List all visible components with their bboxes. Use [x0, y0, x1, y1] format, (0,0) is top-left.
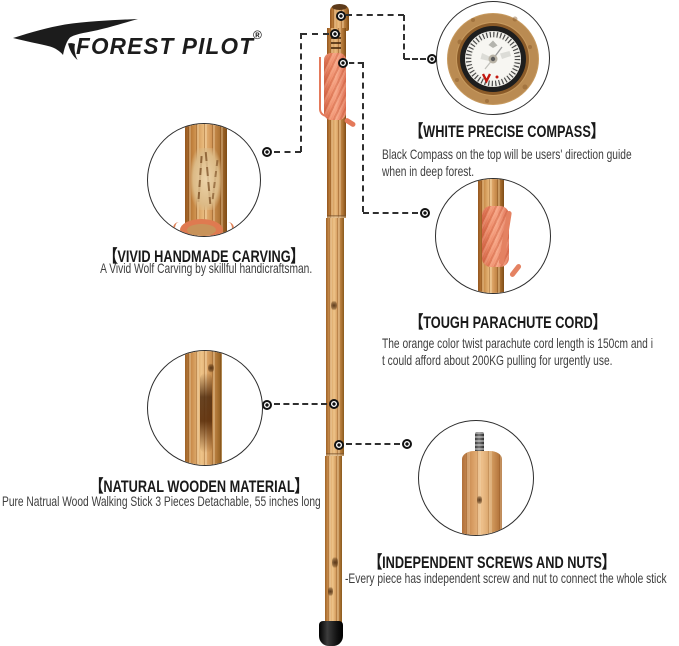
brand-swoosh-logo — [13, 19, 138, 60]
wood-zoom-knot — [208, 363, 214, 373]
point-marker-stick-wood — [329, 399, 339, 409]
wood-knot — [328, 586, 333, 597]
cord-loop — [319, 57, 328, 117]
cord-heading: 【TOUGH PARACHUTE CORD】 — [410, 313, 606, 332]
brand-name: FOREST PILOT — [76, 33, 255, 59]
connector-carving-a — [301, 33, 329, 35]
carving-orange-ring-inner — [187, 224, 216, 236]
connector-carving-b — [300, 33, 302, 152]
connector-carving-c — [274, 151, 301, 153]
screw-dowel-knot — [477, 495, 482, 505]
stick-joint-1 — [327, 215, 346, 218]
stick-carving-marks — [331, 32, 341, 52]
connector-compass-b — [403, 15, 405, 59]
carving-body-line1: A Vivid Wolf Carving by skillful handicr… — [100, 260, 313, 276]
connector-compass-c — [404, 58, 426, 60]
cord-body-line2: t could afford about 200KG pulling for u… — [382, 352, 613, 368]
carving-heading: 【VIVID HANDMADE CARVING】 — [104, 247, 304, 266]
connector-cord-b — [362, 62, 364, 212]
cord-strap-end — [508, 263, 523, 278]
point-marker-cord — [420, 208, 430, 218]
screw-dowel — [462, 451, 502, 535]
point-marker-screws — [402, 439, 412, 449]
wood-knot — [331, 300, 337, 311]
cord-body-line1: The orange color twist parachute cord le… — [382, 335, 653, 351]
parachute-cord-wrap — [324, 53, 346, 120]
screw-metal — [475, 432, 484, 453]
stick-middle-piece — [326, 218, 344, 456]
stick-lower-piece — [325, 456, 342, 623]
point-marker-stick-screws — [334, 440, 344, 450]
screws-callout-circle — [418, 420, 534, 536]
stick-joint-2 — [326, 453, 344, 456]
wood-callout-circle — [147, 350, 263, 466]
wood-body-line1: Pure Natrual Wood Walking Stick 3 Pieces… — [2, 493, 321, 509]
point-marker-stick-carving — [330, 29, 340, 39]
cord-callout-circle — [435, 178, 551, 294]
point-marker-carving — [262, 147, 272, 157]
carving-cord-line — [173, 222, 185, 235]
compass-body-line1: Black Compass on the top will be users' … — [382, 146, 632, 162]
connector-cord-c — [363, 212, 418, 214]
wood-heading: 【NATURAL WOODEN MATERIAL】 — [90, 477, 308, 496]
wood-burn-streak — [200, 373, 212, 453]
screws-heading: 【INDEPENDENT SCREWS AND NUTS】 — [369, 553, 615, 572]
stick-top-compass-cap — [332, 4, 347, 10]
connector-cord-a — [349, 62, 363, 64]
connector-compass-a — [346, 14, 404, 16]
carving-callout-circle — [147, 123, 261, 237]
rubber-tip — [319, 621, 343, 646]
compass-heading: 【WHITE PRECISE COMPASS】 — [410, 122, 604, 141]
point-marker-wood — [262, 400, 272, 410]
carving-cord-line2 — [222, 222, 234, 235]
compass-icon — [447, 13, 539, 105]
connector-wood — [274, 403, 327, 405]
compass-body-line2: when in deep forest. — [382, 163, 475, 179]
point-marker-stick-cord — [338, 58, 348, 68]
connector-screws — [346, 443, 400, 445]
screws-body-line1: -Every piece has independent screw and n… — [345, 570, 667, 586]
point-marker-stick-compass — [336, 11, 346, 21]
registered-mark: ® — [253, 28, 262, 42]
compass-callout-circle — [436, 1, 550, 115]
wood-knot — [332, 556, 338, 569]
